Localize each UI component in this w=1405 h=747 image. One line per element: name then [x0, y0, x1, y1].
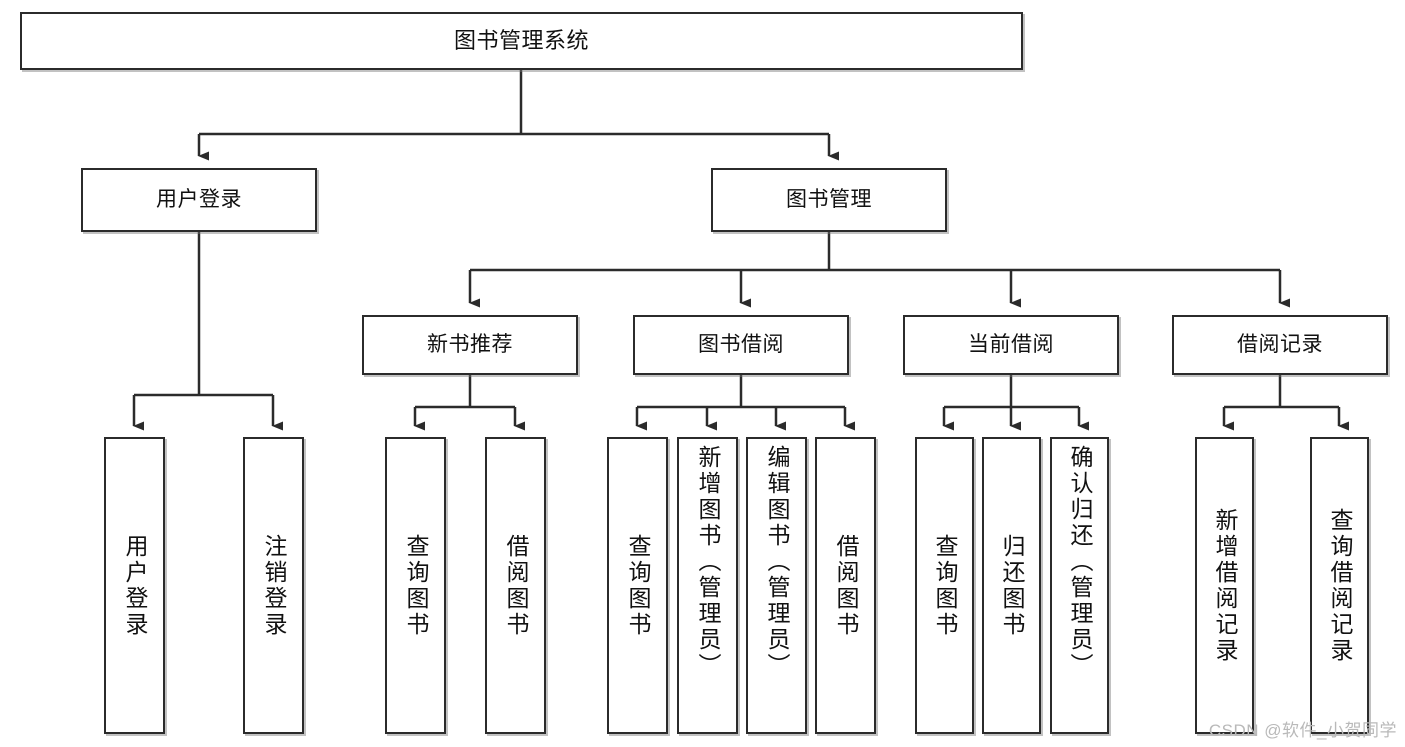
node-leaf-logout-label: 注销登录: [261, 533, 287, 638]
node-root[interactable]: 图书管理系统: [20, 12, 1023, 70]
node-borrow-record[interactable]: 借阅记录: [1172, 315, 1388, 375]
node-leaf-borrow-book-label: 借阅图书: [833, 533, 859, 638]
edge-book-manage-to-level3: [468, 232, 1290, 308]
node-new-book-recommend[interactable]: 新书推荐: [362, 315, 578, 375]
node-leaf-confirm-return-admin[interactable]: 确认归还（管理员）: [1050, 437, 1109, 734]
node-new-book-recommend-label: 新书推荐: [427, 332, 513, 356]
node-current-borrow[interactable]: 当前借阅: [903, 315, 1119, 375]
node-user-login[interactable]: 用户登录: [81, 168, 317, 232]
edge-current-borrow-to-leaves: [942, 375, 1089, 431]
node-leaf-confirm-return-admin-label: 确认归还（管理员）: [1067, 445, 1093, 679]
node-leaf-add-borrow-record-label: 新增借阅记录: [1212, 507, 1238, 664]
node-leaf-query-book-cur[interactable]: 查询图书: [915, 437, 974, 734]
node-leaf-add-borrow-record[interactable]: 新增借阅记录: [1195, 437, 1254, 734]
node-current-borrow-label: 当前借阅: [968, 332, 1054, 356]
watermark: CSDN @软件_小贺同学: [1208, 721, 1397, 740]
node-leaf-return-book-label: 归还图书: [999, 533, 1025, 638]
node-leaf-user-login[interactable]: 用户登录: [104, 437, 165, 734]
node-leaf-user-login-label: 用户登录: [122, 533, 148, 638]
node-user-login-label: 用户登录: [156, 187, 242, 211]
edge-book-borrow-to-leaves: [635, 375, 855, 431]
node-leaf-query-book-borrow-label: 查询图书: [625, 533, 651, 638]
node-leaf-query-book-borrow[interactable]: 查询图书: [607, 437, 668, 734]
edge-new-book-to-leaves: [413, 375, 525, 431]
node-leaf-edit-book-admin-label: 编辑图书（管理员）: [764, 445, 790, 679]
node-book-manage-label: 图书管理: [786, 187, 872, 211]
node-book-borrow-label: 图书借阅: [698, 332, 784, 356]
node-leaf-logout[interactable]: 注销登录: [243, 437, 304, 734]
node-book-manage[interactable]: 图书管理: [711, 168, 947, 232]
edge-user-login-to-leaves: [132, 232, 283, 431]
edge-borrow-record-to-leaves: [1222, 375, 1349, 431]
edge-root-to-level2: [197, 70, 839, 161]
node-leaf-return-book[interactable]: 归还图书: [982, 437, 1041, 734]
node-borrow-record-label: 借阅记录: [1237, 332, 1323, 356]
node-leaf-add-book-admin-label: 新增图书（管理员）: [695, 445, 721, 679]
node-leaf-edit-book-admin[interactable]: 编辑图书（管理员）: [746, 437, 807, 734]
node-leaf-borrow-book[interactable]: 借阅图书: [815, 437, 876, 734]
node-leaf-query-borrow-record[interactable]: 查询借阅记录: [1310, 437, 1369, 734]
node-leaf-query-book-rec-label: 查询图书: [403, 533, 429, 638]
node-book-borrow[interactable]: 图书借阅: [633, 315, 849, 375]
node-leaf-borrow-book-rec-label: 借阅图书: [503, 533, 529, 638]
node-leaf-add-book-admin[interactable]: 新增图书（管理员）: [677, 437, 738, 734]
node-leaf-query-book-rec[interactable]: 查询图书: [385, 437, 446, 734]
node-leaf-borrow-book-rec[interactable]: 借阅图书: [485, 437, 546, 734]
node-root-label: 图书管理系统: [453, 28, 589, 54]
node-leaf-query-borrow-record-label: 查询借阅记录: [1327, 507, 1353, 664]
node-leaf-query-book-cur-label: 查询图书: [932, 533, 958, 638]
